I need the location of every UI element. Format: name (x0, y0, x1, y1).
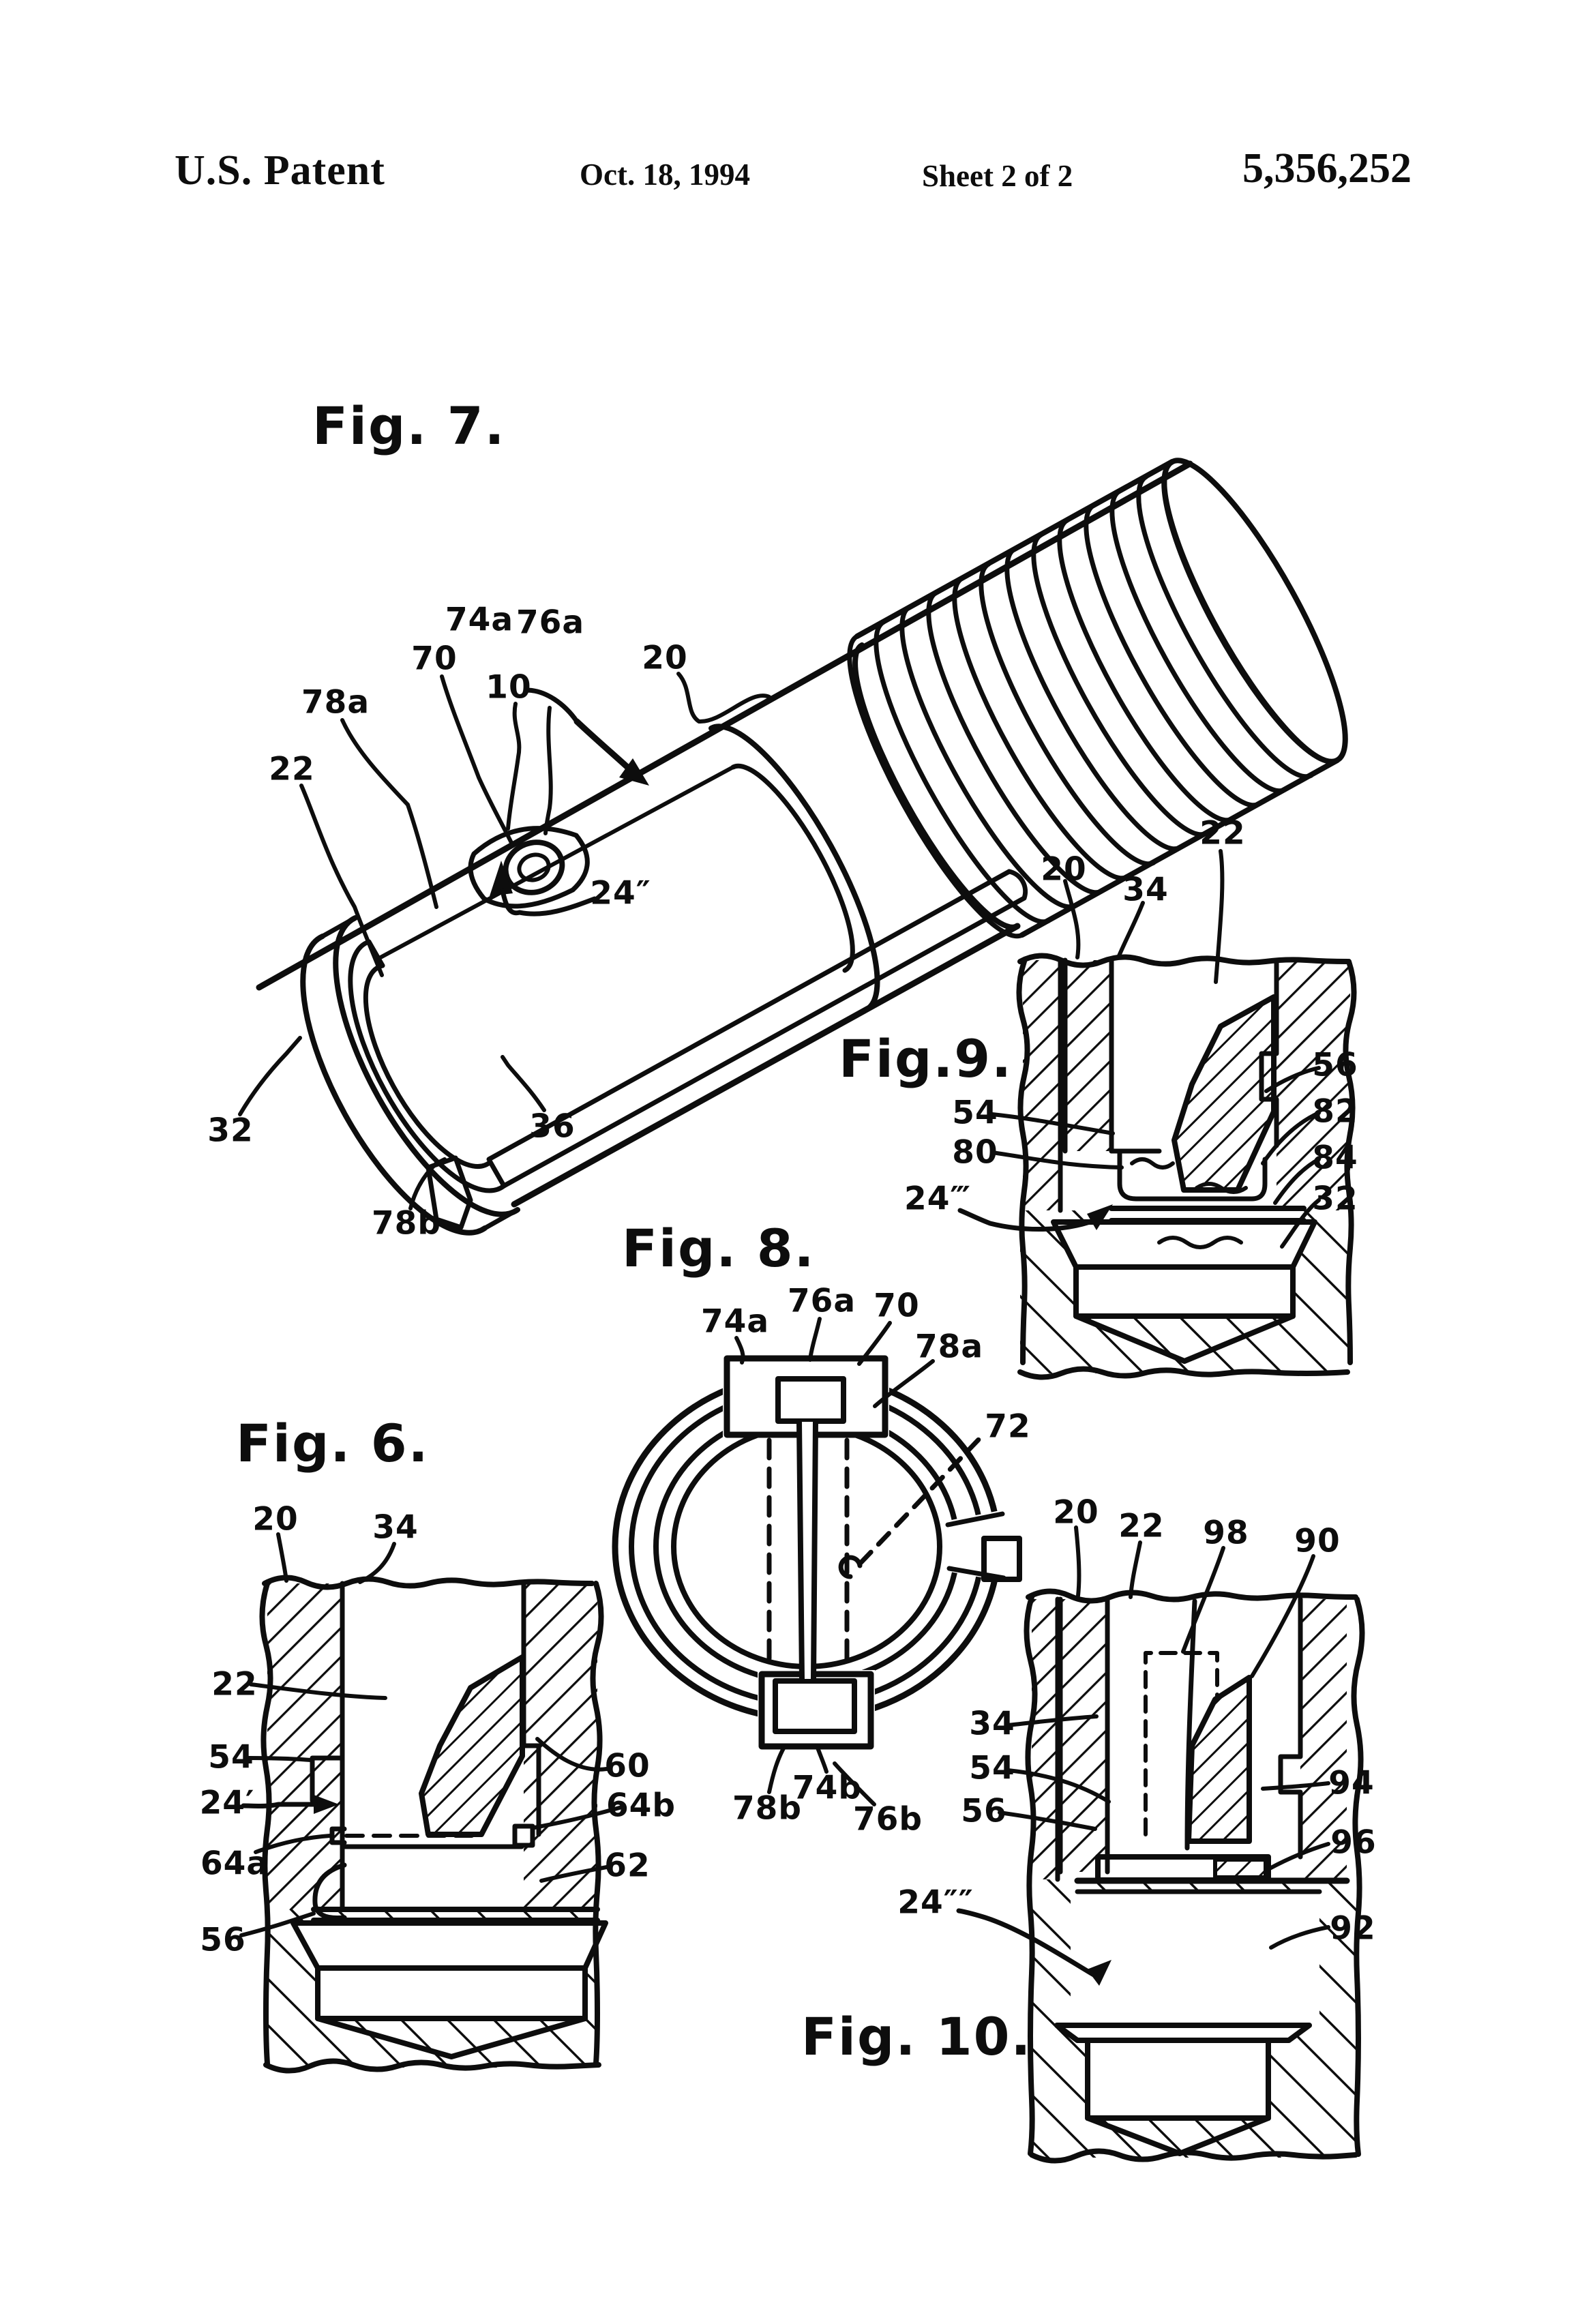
fig9-ref-84: 84 (1312, 1139, 1358, 1177)
fig8-ref-78b: 78b (732, 1789, 803, 1828)
fig7-ref-20: 20 (642, 639, 688, 677)
fig9-ref-20: 20 (1041, 850, 1087, 889)
fig10-drawing (956, 1525, 1365, 2164)
fig6-ref-20: 20 (252, 1500, 299, 1538)
fig6-ref-60: 60 (604, 1747, 651, 1785)
fig7-ref-78a: 78a (301, 683, 370, 721)
fig9-ref-56: 56 (1312, 1046, 1358, 1084)
fig7-ref-22: 22 (269, 750, 315, 788)
fig8-ref-70: 70 (874, 1287, 920, 1325)
fig7-ref-78b: 78b (371, 1204, 442, 1242)
fig10-ref-94: 94 (1328, 1764, 1375, 1802)
fig9-ref-54: 54 (952, 1094, 998, 1132)
fig6-ref-24a: 24′ (199, 1784, 255, 1822)
fig10-ref-20: 20 (1053, 1493, 1099, 1532)
fig10-ref-34: 34 (969, 1705, 1015, 1743)
fig6-ref-64b: 64b (606, 1787, 676, 1825)
patent-title: U.S. Patent (175, 147, 385, 194)
fig9-ref-22: 22 (1199, 814, 1246, 852)
fig7-drawing (238, 458, 1348, 1236)
fig8-drawing (612, 1317, 1022, 1806)
fig8-ref-74a: 74a (700, 1302, 770, 1341)
fig7-ref-70: 70 (411, 640, 458, 678)
fig9-ref-34: 34 (1122, 871, 1169, 909)
fig8-caption: Fig. 8. (622, 1218, 816, 1279)
fig6-ref-54: 54 (208, 1738, 254, 1776)
fig10-ref-98: 98 (1203, 1514, 1249, 1552)
fig8-ref-76a: 76a (787, 1282, 856, 1320)
fig7-ref-32: 32 (207, 1112, 254, 1150)
fig9-caption: Fig.9. (839, 1028, 1013, 1089)
fig6-ref-56: 56 (200, 1921, 246, 1959)
fig9-ref-80: 80 (952, 1133, 998, 1172)
patent-number: 5,356,252 (1242, 145, 1412, 192)
fig6-drawing (239, 1532, 624, 2074)
fig10-ref-90: 90 (1294, 1522, 1341, 1560)
fig9-ref-82: 82 (1312, 1092, 1358, 1131)
fig9-ref-24t: 24‴ (904, 1180, 972, 1218)
patent-date: Oct. 18, 1994 (580, 158, 750, 192)
fig7-caption: Fig. 7. (312, 396, 506, 456)
fig7-ref-74a: 74a (445, 601, 514, 639)
fig10-ref-22: 22 (1118, 1507, 1165, 1545)
fig10-caption: Fig. 10. (801, 2006, 1032, 2067)
patent-sheet-number: Sheet 2 of 2 (922, 159, 1073, 193)
fig7-ref-10: 10 (486, 668, 532, 706)
fig10-ref-92: 92 (1330, 1909, 1376, 1948)
fig10-ref-54: 54 (969, 1749, 1015, 1787)
fig10-ref-96: 96 (1330, 1823, 1377, 1862)
fig6-ref-64a: 64a (200, 1845, 269, 1883)
fig6-ref-34: 34 (372, 1508, 419, 1547)
fig6-ref-62: 62 (604, 1847, 651, 1885)
fig7-ref-36: 36 (529, 1107, 576, 1146)
fig7-ref-76a: 76a (516, 604, 585, 642)
fig9-drawing (957, 849, 1357, 1380)
fig8-ref-74b: 74b (792, 1769, 863, 1807)
fig10-ref-24q: 24″″ (897, 1883, 974, 1922)
fig8-ref-78a: 78a (914, 1328, 984, 1366)
fig9-ref-32: 32 (1312, 1180, 1358, 1218)
fig8-ref-72: 72 (985, 1407, 1031, 1446)
fig7-ref-24b: 24″ (590, 874, 651, 912)
fig6-ref-22: 22 (211, 1665, 258, 1703)
fig6-caption: Fig. 6. (236, 1413, 430, 1474)
fig10-ref-56: 56 (961, 1792, 1007, 1830)
fig8-ref-76b: 76b (852, 1800, 923, 1838)
